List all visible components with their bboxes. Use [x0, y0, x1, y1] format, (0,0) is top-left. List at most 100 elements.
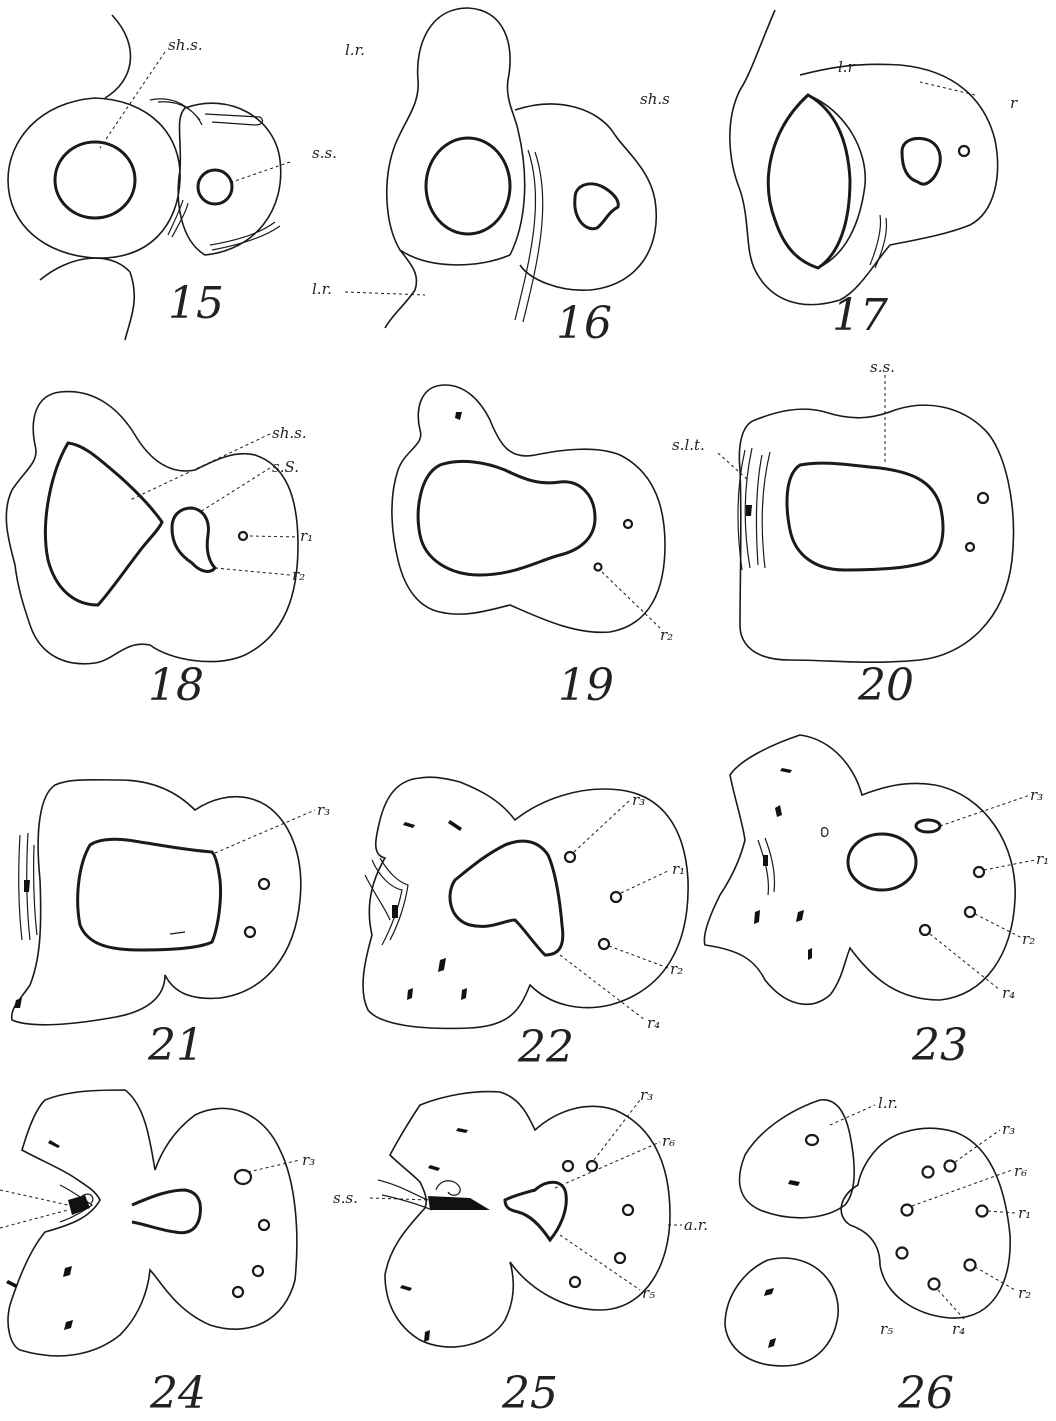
fig24-leader-r3 — [248, 1160, 300, 1172]
fig26-nerve-5 — [897, 1248, 908, 1259]
figure-26: l.r. r₃ r₆ r₁ r₂ r₄ r₅ 26 — [725, 1094, 1031, 1419]
fig24-leader-left-1 — [0, 1190, 68, 1205]
fig24-leader-left-2 — [0, 1210, 68, 1228]
fig26-label-lr: l.r. — [878, 1094, 898, 1112]
fig15-lower-flap — [40, 258, 134, 340]
fig25-nerve-4 — [615, 1253, 625, 1263]
fig25-mark-2 — [428, 1165, 440, 1171]
fig15-label-shs: sh.s. — [168, 36, 203, 54]
fig17-cavity-rim — [808, 95, 865, 268]
fig26-lower-dot-2 — [768, 1338, 776, 1348]
fig24-outline — [8, 1090, 297, 1356]
fig22-mark-3 — [448, 820, 462, 831]
fig23-shell-sac — [848, 834, 916, 890]
fig22-label-r2: r₂ — [670, 960, 683, 978]
fig26-nerve-r6 — [902, 1205, 913, 1216]
fig23-mark-2 — [780, 768, 792, 773]
fig16-lamella — [515, 150, 543, 322]
fig22-leader-r4 — [560, 955, 645, 1020]
fig19-leader-r2 — [602, 572, 660, 628]
fig18-leader-r2 — [215, 568, 290, 575]
fig22-label-r1: r₁ — [672, 860, 685, 878]
fig24-mark-4 — [64, 1320, 73, 1330]
fig22-number: 22 — [517, 1022, 574, 1073]
fig23-mark-6 — [796, 910, 804, 922]
fig18-number: 18 — [148, 660, 204, 711]
fig24-number: 24 — [149, 1368, 206, 1419]
fig18-label-r2: r₂ — [292, 566, 305, 584]
fig21-nerve-2 — [245, 927, 255, 937]
fig25-leader-r6 — [555, 1142, 660, 1188]
fig21-shell-sac — [78, 839, 221, 950]
fig26-nerve-r4 — [929, 1279, 940, 1290]
fig18-shell-sac — [45, 443, 162, 605]
figure-16: l.r. sh.s l.r. 16 — [312, 8, 670, 349]
fig25-dark-mass — [428, 1196, 490, 1210]
fig18-label-r1: r₁ — [300, 527, 313, 545]
fig24-nerve-3 — [253, 1266, 263, 1276]
fig18-label-shs: sh.s. — [272, 424, 307, 442]
figure-24: r₃ 24 — [0, 1090, 315, 1419]
fig17-leader-r — [920, 82, 975, 95]
fig23-nerve-r2 — [965, 907, 975, 917]
fig26-upper-dot — [788, 1180, 800, 1186]
fig25-leader-r5 — [560, 1235, 640, 1290]
fig15-label-ss: s.s. — [312, 144, 337, 162]
fig21-mark-2 — [14, 998, 22, 1008]
fig23-label-r1: r₁ — [1036, 850, 1049, 868]
fig25-outline — [385, 1092, 670, 1347]
fig15-shell-sac-small — [198, 170, 232, 204]
fig22-mark-4 — [438, 958, 446, 972]
fig16-left-section-right — [468, 8, 525, 255]
fig15-number: 15 — [168, 278, 224, 329]
fig23-label-r4: r₄ — [1002, 984, 1015, 1002]
fig22-nerve-r2 — [599, 939, 609, 949]
fig17-nerve — [959, 146, 969, 156]
fig16-number: 16 — [556, 298, 612, 349]
fig26-leader-lr — [830, 1105, 875, 1125]
fig15-upper-flap — [105, 15, 130, 98]
fig23-mark-3 — [775, 805, 782, 817]
figure-19: r₂ 19 — [392, 385, 673, 711]
fig23-leader-r1 — [984, 860, 1035, 870]
fig25-nerve-3 — [623, 1205, 633, 1215]
fig21-nerve-1 — [259, 879, 269, 889]
fig23-nerve-r3 — [916, 820, 940, 832]
fig25-nerve-1 — [563, 1161, 573, 1171]
fig24-mark-1 — [48, 1140, 60, 1148]
fig19-outline — [392, 385, 665, 632]
fig26-lower-lobe — [725, 1258, 838, 1366]
fig24-nerve-4 — [233, 1287, 243, 1297]
fig23-leader-r3 — [940, 795, 1030, 826]
fig16-left-section — [385, 8, 468, 328]
fig19-label-r2: r₂ — [660, 626, 673, 644]
fig16-small-cavity — [575, 184, 619, 229]
fig23-mark-7 — [808, 948, 812, 960]
fig26-upper-mark — [806, 1135, 818, 1145]
figure-23: r₃ r₁ r₂ r₄ 23 — [704, 735, 1049, 1071]
fig16-label-shs: sh.s — [640, 90, 670, 108]
fig19-shell-sac — [418, 461, 595, 575]
fig26-nerve-r2 — [965, 1260, 976, 1271]
fig26-nerve-r3 — [945, 1161, 956, 1172]
fig20-label-slt: s.l.t. — [672, 436, 705, 454]
fig26-label-r3: r₃ — [1002, 1120, 1015, 1138]
fig18-small-cavity — [172, 508, 215, 571]
fig15-shell-sac — [55, 142, 135, 218]
fig23-leader-r4 — [930, 934, 1000, 990]
fig15-lamella-4 — [210, 222, 280, 250]
fig16-shell-sac — [426, 138, 510, 234]
fig18-nerve-r1 — [239, 532, 247, 540]
figure-18: sh.s. s.S. r₁ r₂ 18 — [6, 392, 313, 711]
fig23-lateral-tube — [758, 838, 775, 895]
fig20-nerve-1 — [978, 493, 988, 503]
fig25-mark-1 — [456, 1128, 468, 1133]
figure-22: r₃ r₁ r₂ r₄ 22 — [363, 777, 688, 1073]
fig18-leader-ss — [200, 468, 270, 512]
fig25-curl — [436, 1181, 460, 1195]
fig21-number: 21 — [147, 1020, 204, 1071]
fig26-main-section — [841, 1128, 1010, 1318]
fig17-label-lr: l.r — [838, 58, 856, 76]
fig16-left-body — [400, 250, 510, 265]
fig22-shell-sac — [450, 841, 563, 955]
